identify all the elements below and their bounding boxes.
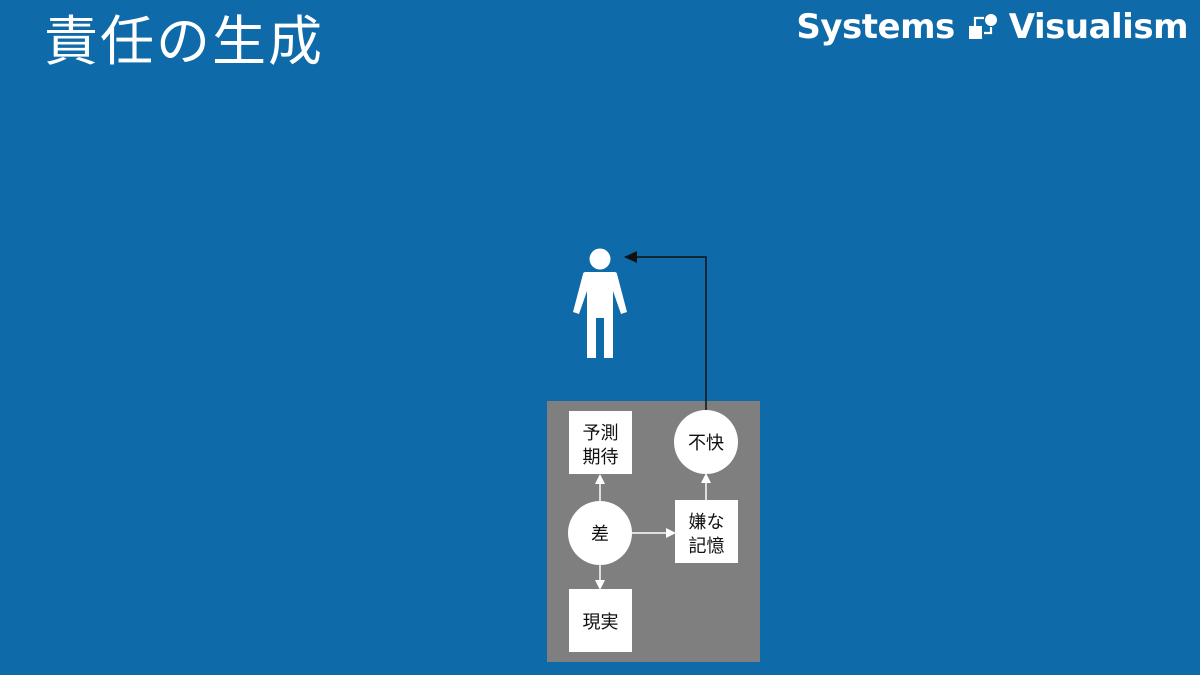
- node-prediction-line2: 期待: [583, 447, 619, 468]
- systems-flow-logo-icon: [968, 14, 997, 39]
- node-reality-label: 現実: [583, 612, 619, 633]
- node-prediction-line1: 予測: [583, 423, 619, 444]
- node-discomfort: 不快: [674, 410, 738, 474]
- brand-logo: Systems Visualism: [796, 4, 1188, 50]
- slide-title: 責任の生成: [44, 10, 324, 73]
- node-prediction-expectation: 予測 期待: [569, 411, 632, 474]
- node-bad-memory: 嫌な 記憶: [675, 500, 738, 563]
- node-reality: 現実: [569, 589, 632, 652]
- node-discomfort-label: 不快: [688, 433, 724, 454]
- brand-word-visualism: Visualism: [1008, 7, 1189, 47]
- node-bad-memory-line2: 記憶: [689, 536, 725, 557]
- person-icon: [573, 248, 627, 358]
- brand-word-systems: Systems: [796, 7, 955, 47]
- node-gap-label: 差: [591, 524, 609, 545]
- node-gap: 差: [568, 501, 632, 565]
- node-bad-memory-line1: 嫌な: [689, 512, 725, 533]
- arrow-discomfort-to-person: [624, 251, 707, 411]
